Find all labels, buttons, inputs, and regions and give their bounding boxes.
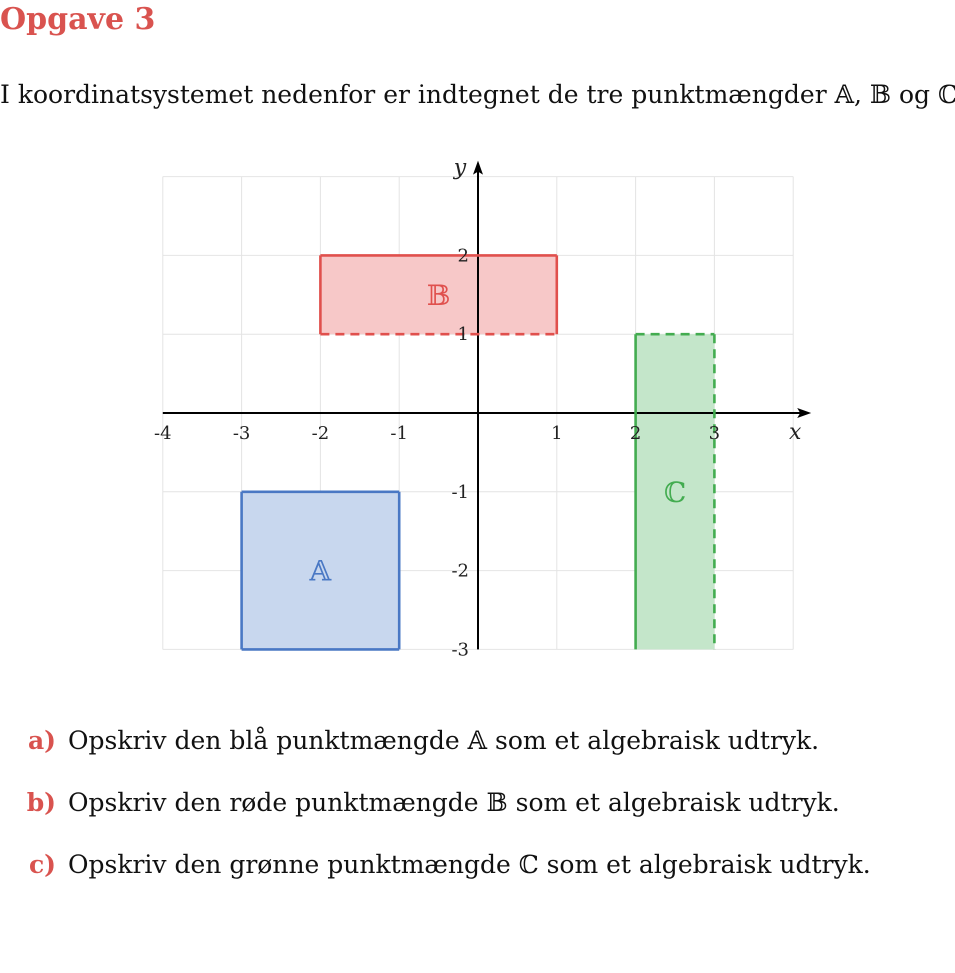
x-tick-label: 2 bbox=[630, 423, 641, 444]
region-label: 𝔸 bbox=[309, 555, 333, 588]
task-label: b) bbox=[26, 788, 56, 817]
y-tick-label: 1 bbox=[458, 324, 469, 345]
task-label: a) bbox=[27, 726, 56, 755]
y-axis-arrow bbox=[473, 160, 483, 175]
region-fill bbox=[635, 334, 715, 650]
region-fill bbox=[241, 491, 400, 650]
y-tick-label: 2 bbox=[458, 245, 469, 266]
x-tick-label: -1 bbox=[390, 423, 408, 444]
region-label: 𝔹 bbox=[427, 279, 451, 312]
x-tick-label: -2 bbox=[312, 423, 330, 444]
y-tick-label: -3 bbox=[451, 639, 469, 660]
y-tick-label: -2 bbox=[451, 561, 469, 582]
x-tick-label: 1 bbox=[551, 423, 562, 444]
task-label: c) bbox=[28, 850, 56, 879]
x-axis-arrow bbox=[797, 408, 812, 418]
x-axis-label: x bbox=[789, 420, 802, 445]
task-text: Opskriv den blå punktmængde 𝔸 som et alg… bbox=[68, 726, 820, 755]
y-tick-label: -1 bbox=[451, 482, 469, 503]
coordinate-system: 𝔹 ℂ 𝔸 -4 -3 -2 -1 1 2 3 2 1 -1 -2 -3 x y bbox=[154, 160, 812, 660]
page-title: Opgave 3 bbox=[0, 2, 156, 37]
task-text: Opskriv den grønne punktmængde ℂ som et … bbox=[68, 850, 871, 879]
x-tick-label: 3 bbox=[709, 423, 720, 444]
x-tick-label: -4 bbox=[154, 423, 172, 444]
region-fill bbox=[320, 255, 557, 335]
region-label: ℂ bbox=[664, 476, 686, 509]
x-tick-label: -3 bbox=[233, 423, 251, 444]
task-text: Opskriv den røde punktmængde 𝔹 som et al… bbox=[68, 788, 840, 817]
y-axis-label: y bbox=[453, 160, 467, 181]
intro-text: I koordinatsystemet nedenfor er indtegne… bbox=[0, 80, 955, 109]
